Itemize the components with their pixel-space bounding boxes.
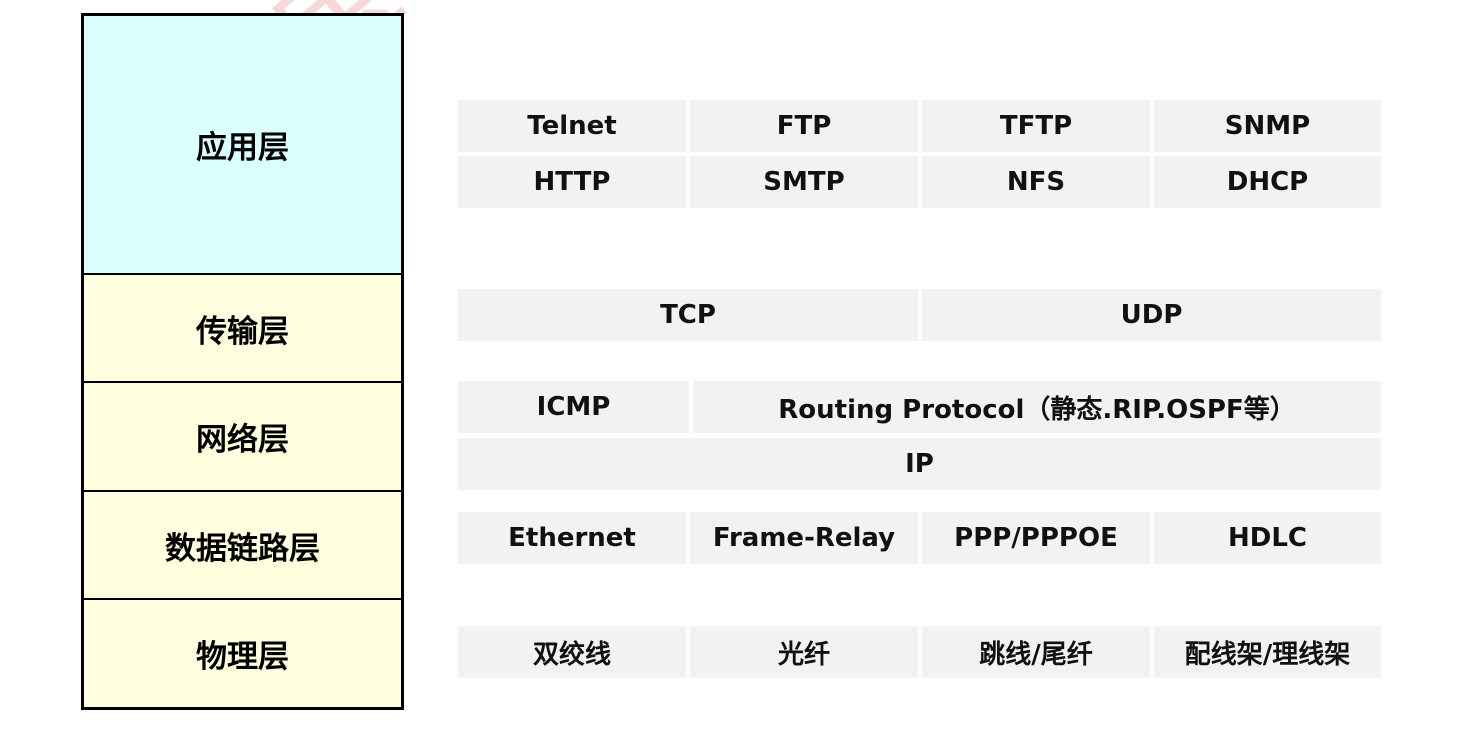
protocol-cell-nfs: NFS — [922, 156, 1150, 208]
protocol-cell-twisted-pair: 双绞线 — [458, 626, 686, 678]
protocol-cell-patch-pigtail: 跳线/尾纤 — [922, 626, 1150, 678]
protocol-cell-dhcp: DHCP — [1154, 156, 1381, 208]
protocol-cell-ethernet: Ethernet — [458, 512, 686, 564]
layer-datalink: 数据链路层 — [84, 492, 401, 600]
protocol-cell-udp: UDP — [922, 289, 1381, 341]
protocol-cell-hdlc: HDLC — [1154, 512, 1381, 564]
layer-label: 网络层 — [196, 422, 289, 458]
protocol-cell-tcp: TCP — [458, 289, 918, 341]
protocol-cell-snmp: SNMP — [1154, 100, 1381, 152]
layer-transport: 传输层 — [84, 275, 401, 383]
layer-stack: 应用层 传输层 网络层 数据链路层 物理层 — [81, 13, 404, 710]
layer-label: 传输层 — [196, 313, 289, 350]
protocol-cell-patch-panel: 配线架/理线架 — [1154, 626, 1381, 678]
protocol-cell-fiber: 光纤 — [690, 626, 918, 678]
layer-label: 应用层 — [196, 130, 289, 166]
protocol-cell-telnet: Telnet — [458, 100, 686, 152]
protocol-cell-icmp: ICMP — [458, 381, 689, 433]
protocol-cell-smtp: SMTP — [690, 156, 918, 208]
protocol-cell-frame-relay: Frame-Relay — [690, 512, 918, 564]
layer-label: 数据链路层 — [165, 530, 320, 567]
protocol-cell-ftp: FTP — [690, 100, 918, 152]
layer-network: 网络层 — [84, 383, 401, 492]
protocol-cell-http: HTTP — [458, 156, 686, 208]
protocol-cell-ppp-pppoe: PPP/PPPOE — [922, 512, 1150, 564]
protocol-cell-tftp: TFTP — [922, 100, 1150, 152]
protocol-cell-routing-protocol: Routing Protocol（静态.RIP.OSPF等） — [693, 381, 1381, 433]
protocol-cell-ip: IP — [458, 438, 1381, 490]
layer-label: 物理层 — [196, 639, 289, 675]
layer-application: 应用层 — [84, 16, 401, 275]
layer-physical: 物理层 — [84, 600, 401, 707]
